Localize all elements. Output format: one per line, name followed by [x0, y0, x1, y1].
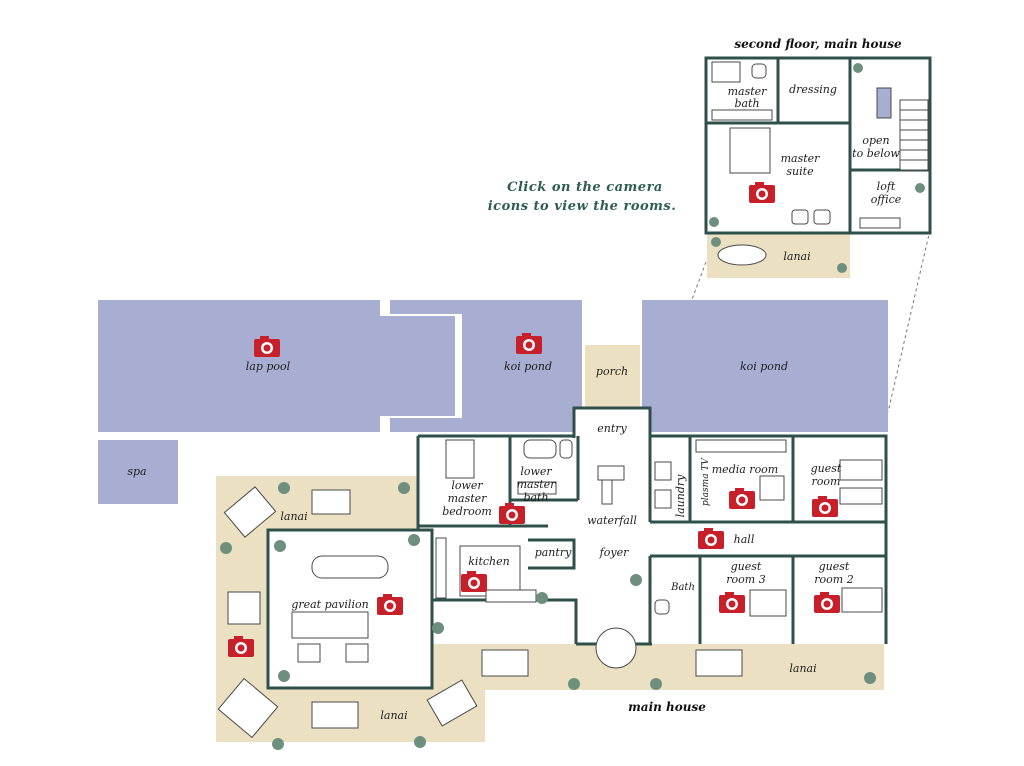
- label-dressing: dressing: [789, 83, 837, 96]
- plant-icon: [536, 592, 548, 604]
- plant-icon: [864, 672, 876, 684]
- camera-icon-guest-room-2[interactable]: [814, 592, 840, 613]
- round-table: [595, 627, 637, 669]
- label-lanai-right: lanai: [789, 662, 816, 675]
- porch-deck: [585, 345, 640, 410]
- plant-icon: [398, 482, 410, 494]
- plant-icon: [853, 63, 863, 73]
- label-master-bath-2: bath: [734, 97, 759, 110]
- lap-pool-water: [98, 300, 455, 432]
- label-guest-room-2-2: room 2: [814, 573, 853, 586]
- plant-icon: [414, 736, 426, 748]
- plant-icon: [272, 738, 284, 750]
- camera-icon-media-room[interactable]: [729, 488, 755, 509]
- label-great-pavilion: great pavilion: [291, 598, 368, 611]
- camera-icon-guest-room[interactable]: [812, 496, 838, 517]
- hint-line-2: icons to view the rooms.: [488, 199, 677, 214]
- label-lower-master-bedroom-3: bedroom: [442, 505, 492, 518]
- label-lower-master-bedroom: lower: [451, 479, 483, 492]
- label-entry: entry: [597, 422, 627, 435]
- camera-icon-lap-pool[interactable]: [254, 336, 280, 357]
- label-open-to-below: open: [862, 134, 889, 147]
- great-pavilion-wall: [266, 528, 434, 690]
- label-hall: hall: [734, 533, 755, 546]
- label-lower-master-bath-3: bath: [523, 491, 548, 504]
- label-upper-lanai: lanai: [783, 250, 810, 263]
- label-koi-pond-left: koi pond: [504, 360, 552, 373]
- koi-pond-right-water: [642, 300, 888, 432]
- plant-icon: [220, 542, 232, 554]
- label-loft-office-2: office: [871, 193, 902, 206]
- plant-icons: [220, 63, 925, 750]
- plant-icon: [278, 482, 290, 494]
- plant-icon: [650, 678, 662, 690]
- plant-icon: [630, 574, 642, 586]
- koi-pond-left-water: [390, 300, 582, 432]
- label-plasma-tv: plasma TV: [701, 457, 711, 506]
- camera-icon-guest-room-3[interactable]: [719, 592, 745, 613]
- label-master-suite: master: [781, 152, 821, 165]
- label-master-bath: master: [728, 85, 768, 98]
- bed-lower-master: [445, 439, 475, 479]
- room-labels: lap pool koi pond porch koi pond spa ent…: [127, 360, 853, 722]
- label-master-suite-2: suite: [786, 165, 814, 178]
- label-lower-master-bath-2: master: [517, 478, 557, 491]
- second-floor-outer-wall: [704, 56, 932, 235]
- camera-icon-koi-pond[interactable]: [516, 333, 542, 354]
- camera-icon-lanai[interactable]: [228, 636, 254, 657]
- plant-icon: [568, 678, 580, 690]
- dining-table: [311, 555, 389, 579]
- water-features: [98, 300, 888, 504]
- label-spa: spa: [127, 465, 146, 478]
- sofa: [291, 611, 369, 639]
- label-porch: porch: [596, 365, 628, 378]
- label-guest-room-3: guest: [731, 560, 762, 573]
- label-koi-pond-right: koi pond: [740, 360, 788, 373]
- main-house-title: main house: [628, 700, 706, 714]
- spa-water: [98, 440, 178, 504]
- label-loft-office: loft: [877, 180, 896, 193]
- plant-icon: [432, 622, 444, 634]
- plant-icon: [274, 540, 286, 552]
- label-bath: Bath: [670, 582, 695, 593]
- camera-icon-kitchen[interactable]: [461, 571, 487, 592]
- label-foyer: foyer: [599, 546, 629, 559]
- label-lanai-bottom: lanai: [380, 709, 407, 722]
- label-guest-room-3-2: room 3: [726, 573, 765, 586]
- label-guest-room-2: room: [812, 475, 841, 488]
- hint-line-1: Click on the camera: [507, 180, 663, 195]
- second-floor-inset: second floor, main house master bath dre…: [649, 37, 932, 413]
- second-floor-title: second floor, main house: [734, 37, 902, 51]
- camera-icon-lower-master-bedroom[interactable]: [499, 503, 525, 524]
- projection-line-right: [887, 229, 931, 413]
- label-guest-room-2: guest: [819, 560, 850, 573]
- label-kitchen: kitchen: [468, 555, 509, 568]
- camera-icon-hall[interactable]: [698, 528, 724, 549]
- label-laundry: laundry: [674, 474, 687, 518]
- plant-icon: [711, 237, 721, 247]
- plant-icon: [408, 534, 420, 546]
- label-lap-pool: lap pool: [246, 360, 291, 373]
- label-lanai-left: lanai: [280, 510, 307, 523]
- plant-icon: [915, 183, 925, 193]
- plant-icon: [837, 263, 847, 273]
- camera-icon-master-suite[interactable]: [749, 182, 775, 203]
- label-lower-master-bedroom-2: master: [448, 492, 488, 505]
- label-pantry: pantry: [535, 546, 572, 559]
- camera-icons: [228, 182, 840, 657]
- label-lower-master-bath: lower: [520, 465, 552, 478]
- label-waterfall: waterfall: [587, 514, 637, 527]
- label-media-room: media room: [712, 463, 779, 476]
- plant-icon: [278, 670, 290, 682]
- label-open-to-below-2: to below: [852, 147, 900, 160]
- label-guest-room: guest: [811, 462, 842, 475]
- plant-icon: [709, 217, 719, 227]
- camera-icon-great-pavilion[interactable]: [377, 594, 403, 615]
